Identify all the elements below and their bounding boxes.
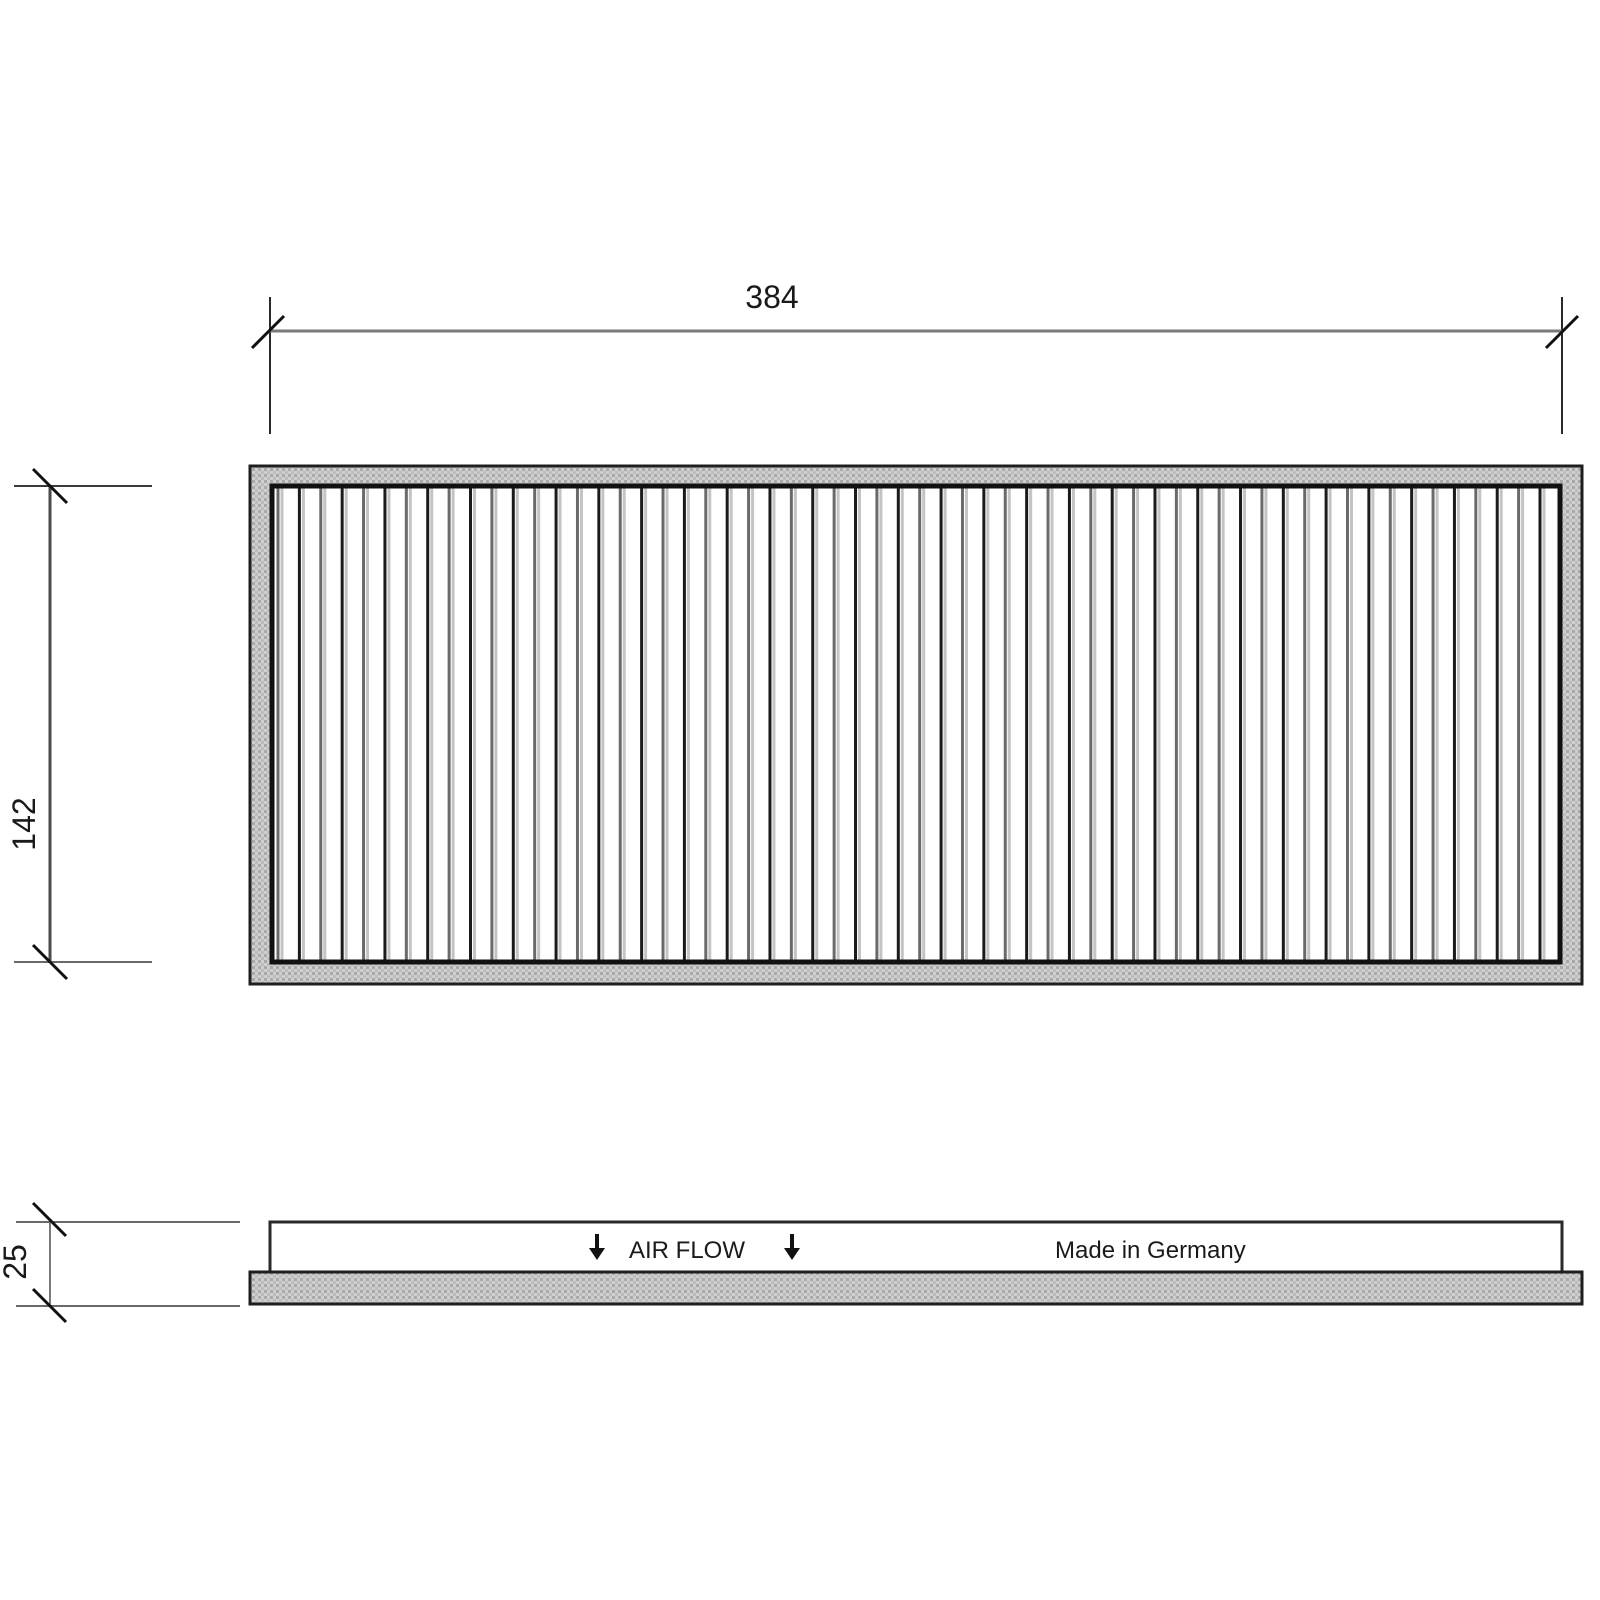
height-dimension: 25 [0,1201,240,1324]
width-tick-bottom-icon [31,943,69,981]
side-view-seal-strip [248,1270,1584,1306]
filter-side-view: AIR FLOW Made in Germany [248,1220,1584,1306]
filter-inner-frame [269,483,1563,965]
side-view-body [268,1220,1564,1276]
width-tick-top-icon [31,467,69,505]
length-dimension: 384 [250,279,1580,434]
filter-pleats [276,488,1546,960]
height-tick-bottom-icon [31,1287,68,1324]
filter-media-area [272,486,1560,962]
width-value: 142 [6,797,42,850]
height-tick-top-icon [31,1201,68,1238]
airflow-label: AIR FLOW [629,1237,745,1264]
airflow-arrow-right-icon [784,1234,800,1260]
length-tick-left-icon [250,314,286,350]
airflow-arrow-left-icon [589,1234,605,1260]
width-dimension: 142 [6,467,152,981]
length-value: 384 [745,279,798,315]
filter-top-view [248,464,1584,986]
height-value: 25 [0,1244,33,1280]
length-tick-right-icon [1544,314,1580,350]
origin-label: Made in Germany [1055,1237,1246,1264]
